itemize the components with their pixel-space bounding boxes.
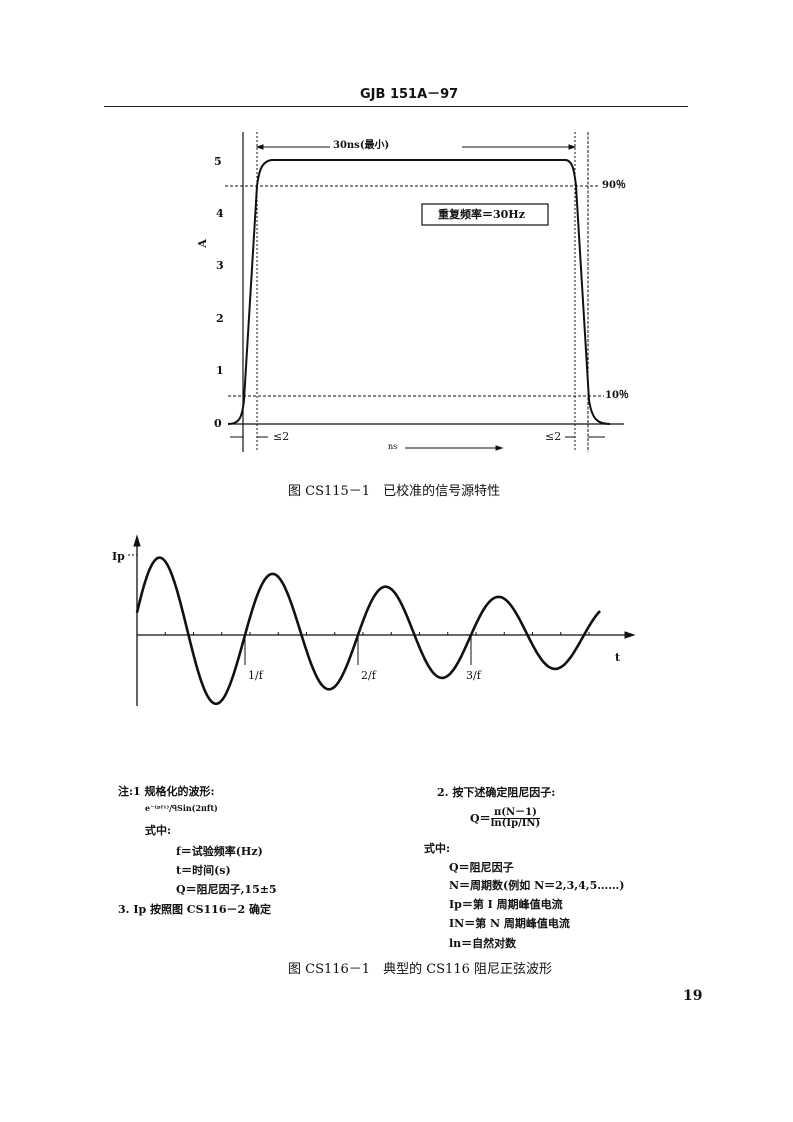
y-tick: 4 [216, 207, 224, 220]
q-denominator: ln(Ip/IN) [490, 818, 541, 829]
def-t: t＝时间(s) [176, 864, 231, 877]
x-tick-label: 2/f [361, 669, 376, 682]
x-axis-arrow [624, 631, 636, 639]
note-2: 2. 按下述确定阻尼因子: [437, 786, 556, 799]
level-10-label: 10％ [605, 390, 629, 401]
figure2-caption: 图 CS116－1 典型的 CS116 阻尼正弦波形 [288, 962, 552, 977]
note-where-right: 式中: [424, 842, 451, 855]
rep-rate-box [421, 203, 549, 226]
x-tick-label: 1/f [248, 669, 263, 682]
header-rule [104, 106, 688, 107]
q-fraction: π(N－1)ln(Ip/IN) [490, 808, 541, 829]
y-tick: 2 [216, 312, 224, 325]
def-f: f＝试验频率(Hz) [176, 845, 263, 858]
header-doc-code: GJB 151A－97 [360, 87, 459, 102]
y-tick: 0 [214, 417, 222, 430]
def-n: N＝周期数(例如 N＝2,3,4,5……) [449, 879, 625, 892]
x-unit-label: ns [388, 442, 398, 451]
def-q: Q＝阻尼因子,15±5 [176, 883, 277, 896]
x-tick-label: 3/f [466, 669, 481, 682]
rise-time-label: ≤2 [273, 430, 290, 443]
level-90-label: 90％ [602, 180, 626, 191]
x-label-t: t [615, 651, 621, 664]
q-numerator: π(N－1) [490, 808, 541, 819]
arrowhead [568, 144, 577, 150]
def-ip: Ip＝第 I 周期峰值电流 [449, 898, 563, 911]
damped-sine-waveform [135, 556, 601, 706]
def-in: IN＝第 N 周期峰值电流 [449, 917, 570, 930]
figure1-caption: 图 CS115－1 已校准的信号源特性 [288, 484, 501, 499]
pulse-width-label: 30ns(最小) [333, 140, 390, 151]
y-tick: 1 [216, 364, 224, 377]
page-number: 19 [683, 988, 703, 1004]
y-axis-arrow [133, 534, 141, 547]
y-tick: 5 [214, 155, 222, 168]
note-1: 注:1 规格化的波形: [118, 785, 215, 798]
note-1-formula: e⁻⁽ᵖᶠᵗ⁾/ᑫSin(2πft) [145, 803, 218, 813]
q-lhs: Q＝ [470, 812, 491, 825]
note-where: 式中: [145, 824, 172, 837]
def-q-right: Q＝阻尼因子 [449, 861, 514, 874]
def-ln: ln＝自然对数 [449, 937, 517, 950]
rep-rate-text: 重复频率＝30Hz [438, 208, 525, 221]
q-formula: Q＝π(N－1)ln(Ip/IN) [470, 808, 541, 829]
note-3: 3. Ip 按照图 CS116－2 确定 [118, 903, 271, 916]
pulse-waveform [227, 159, 611, 425]
fall-time-label: ≤2 [545, 430, 562, 443]
y-label-ip: Ip [112, 550, 125, 563]
arrowhead [255, 144, 264, 150]
y-tick: 3 [216, 259, 224, 272]
